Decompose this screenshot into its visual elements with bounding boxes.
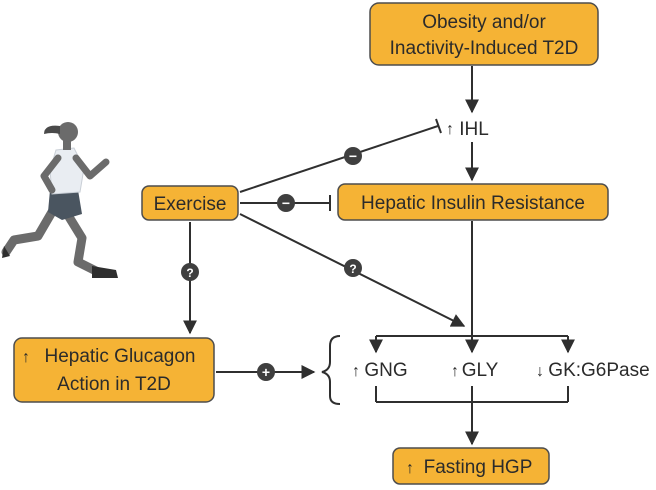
exercise-inhibits-ihl	[239, 125, 439, 193]
ihl-inhibit-bar	[435, 118, 442, 134]
gk-label: GK:G6Pase	[548, 360, 649, 381]
gng-arrow: ↑	[352, 363, 360, 380]
exercise-box	[141, 185, 239, 221]
question-badge-hgp: ?	[344, 259, 362, 277]
hgp-label: Fasting HGP	[424, 457, 533, 478]
connectors	[183, 66, 575, 446]
hgp-arrow: ↑	[406, 460, 414, 477]
svg-text:?: ?	[349, 262, 356, 276]
running-person-icon	[1, 122, 118, 278]
ihl-arrow: ↑	[446, 121, 454, 138]
glucagon-arrow: ↑	[22, 349, 30, 366]
question-badge-glucagon: ?	[181, 263, 199, 281]
cause-box	[369, 2, 599, 66]
svg-text:?: ?	[186, 266, 193, 280]
glucagon-box	[13, 337, 215, 403]
plus-badge-glucagon: +	[257, 363, 275, 381]
glucagon-line-2: Action in T2D	[57, 374, 171, 395]
svg-text:−: −	[349, 148, 357, 164]
gly-label: GLY	[462, 360, 499, 381]
cause-line-2: Inactivity-Induced T2D	[390, 38, 579, 59]
cause-line-1: Obesity and/or	[422, 12, 546, 33]
svg-text:−: −	[282, 195, 290, 211]
hgp-box	[392, 447, 550, 485]
minus-badge-ihl: −	[344, 147, 362, 165]
gng-label: GNG	[364, 360, 407, 381]
ihl-label: IHL	[459, 119, 489, 140]
gk-arrow: ↓	[536, 363, 544, 380]
resistance-box	[337, 183, 609, 221]
gly-arrow: ↑	[451, 363, 459, 380]
glucagon-line-1: Hepatic Glucagon	[44, 346, 195, 367]
exercise-label: Exercise	[154, 194, 227, 215]
resistance-label: Hepatic Insulin Resistance	[361, 193, 585, 214]
minus-badge-resistance: −	[277, 194, 295, 212]
svg-text:+: +	[262, 364, 270, 380]
outputs-brace	[321, 335, 341, 405]
